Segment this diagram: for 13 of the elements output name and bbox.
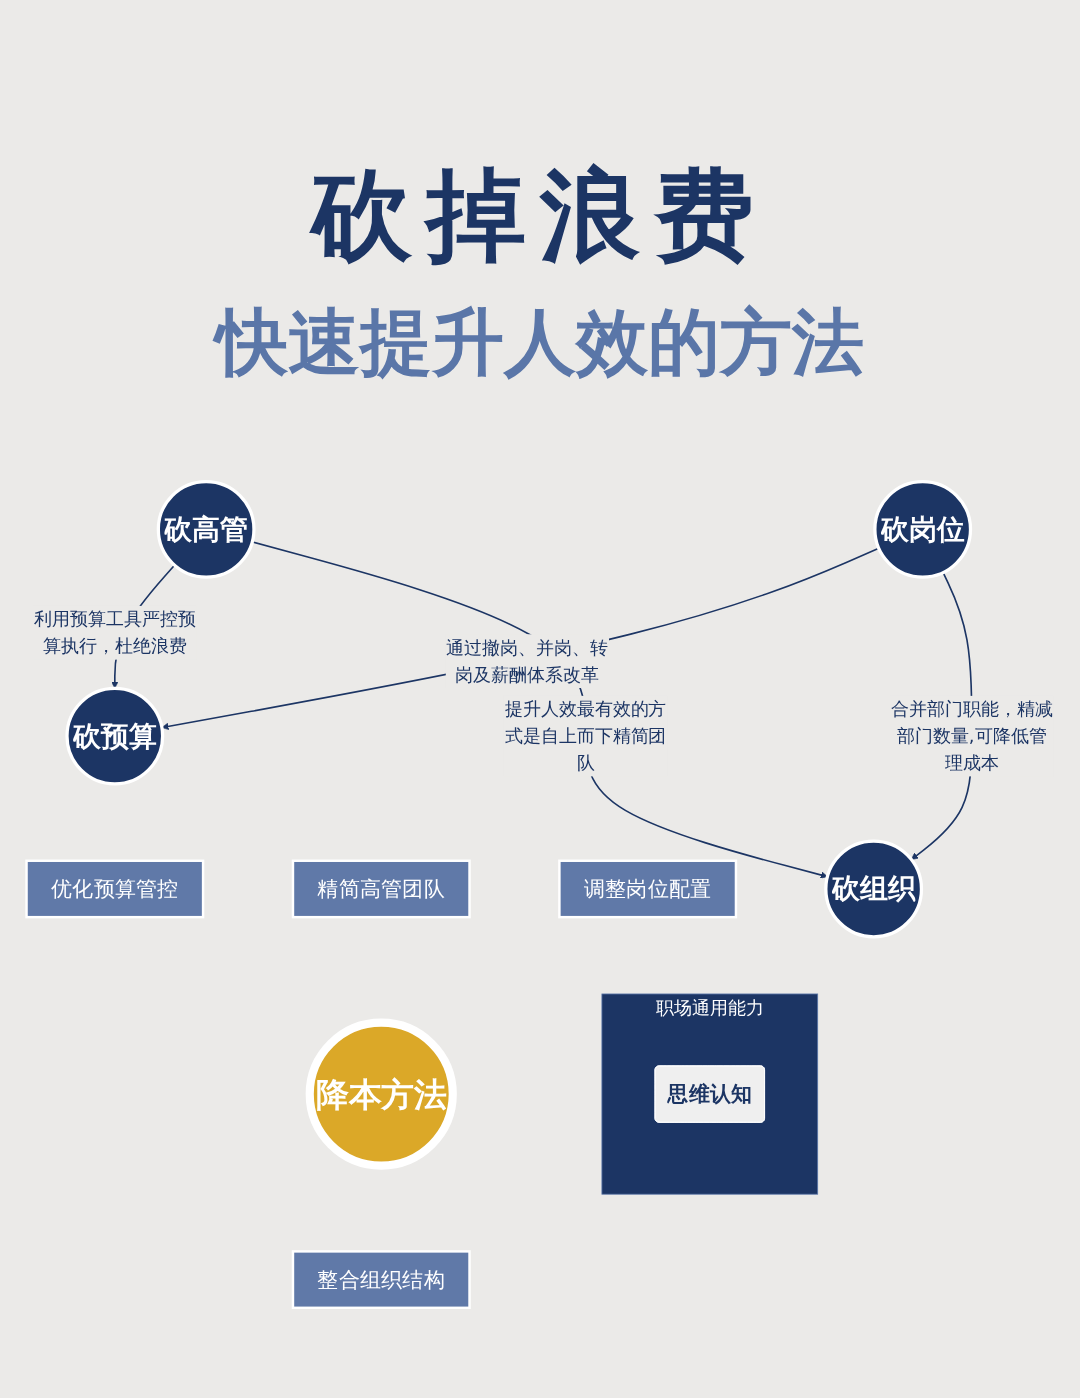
edge-label: 合并部门职能，精减部门数量,可降低管理成本 <box>890 698 1053 774</box>
edge-label: 通过撤岗、并岗、转岗及薪酬体系改革 <box>446 637 609 685</box>
node-box: 精简高管团队 <box>291 859 471 919</box>
node-box: 整合组织结构 <box>291 1250 471 1309</box>
node-box: 优化预算管控 <box>25 859 205 919</box>
node-box: 调整岗位配置 <box>558 859 738 919</box>
node-circle: 降本方法 <box>305 1018 457 1170</box>
edge-label: 提升人效最有效的方式是自上而下精简团队 <box>504 698 667 774</box>
node-circle: 砍预算 <box>65 686 165 786</box>
node-circle: 砍高管 <box>156 479 256 579</box>
node-circle: 砍岗位 <box>873 479 973 579</box>
node-circle: 砍组织 <box>824 839 924 939</box>
edge-label: 利用预算工具严控预算执行，杜绝浪费 <box>33 608 196 657</box>
